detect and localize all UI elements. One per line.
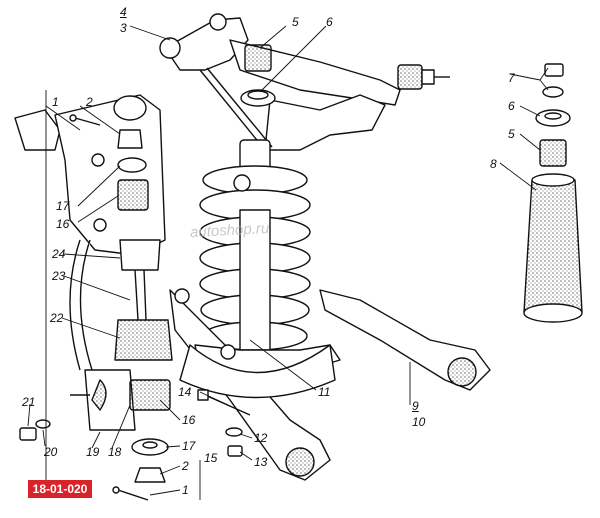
callout-6-top: 6 <box>326 15 333 29</box>
callout-8: 8 <box>490 157 497 171</box>
callout-5-top: 5 <box>292 15 299 29</box>
callout-1-bottom: 1 <box>182 483 189 497</box>
callout-2-top: 2 <box>86 95 93 109</box>
callout-24: 24 <box>52 247 66 261</box>
callout-1-top: 1 <box>52 95 59 109</box>
spare-parts-stack <box>523 63 583 323</box>
callout-14: 14 <box>178 385 192 399</box>
callout-16-top: 16 <box>56 217 70 231</box>
callout-22: 22 <box>50 311 64 325</box>
lower-ball-joint <box>114 239 173 361</box>
callout-9: 9 <box>412 399 419 413</box>
upper-control-arm <box>159 13 401 151</box>
stabilizer-bracket <box>70 369 171 431</box>
callout-23: 23 <box>52 269 66 283</box>
callout-12: 12 <box>254 431 268 445</box>
callout-5-right: 5 <box>508 127 515 141</box>
leader-lines <box>27 25 549 500</box>
stabilizer-bar <box>69 239 93 371</box>
callout-16-bottom: 16 <box>182 413 196 427</box>
cotter-pin-top <box>69 114 101 126</box>
callout-19: 19 <box>86 445 100 459</box>
callout-10: 10 <box>412 415 426 429</box>
small-nut-washer <box>225 427 243 457</box>
spring-lower-seat <box>179 344 336 399</box>
callout-20: 20 <box>44 445 58 459</box>
callout-11: 11 <box>318 385 331 399</box>
top-bushing-stack <box>240 44 276 107</box>
callout-18: 18 <box>108 445 122 459</box>
callout-3: 3 <box>120 21 127 35</box>
ball-joint-upper-parts <box>117 129 149 211</box>
coil-spring <box>199 165 311 351</box>
callout-4: 4 <box>120 5 127 19</box>
figure-code-badge: 18-01-020 <box>28 480 92 498</box>
callout-6-right: 6 <box>508 99 515 113</box>
nut-washer-left <box>19 419 51 441</box>
callout-17-top: 17 <box>56 199 70 213</box>
steering-knuckle <box>14 94 166 256</box>
callout-17-bottom: 17 <box>182 439 196 453</box>
callout-2-bottom: 2 <box>182 459 189 473</box>
upper-bushing <box>397 64 450 90</box>
callout-7-right: 7 <box>508 71 515 85</box>
callout-13: 13 <box>254 455 268 469</box>
callout-21: 21 <box>22 395 36 409</box>
lower-hardware-stack <box>112 438 169 501</box>
callout-15: 15 <box>204 451 218 465</box>
